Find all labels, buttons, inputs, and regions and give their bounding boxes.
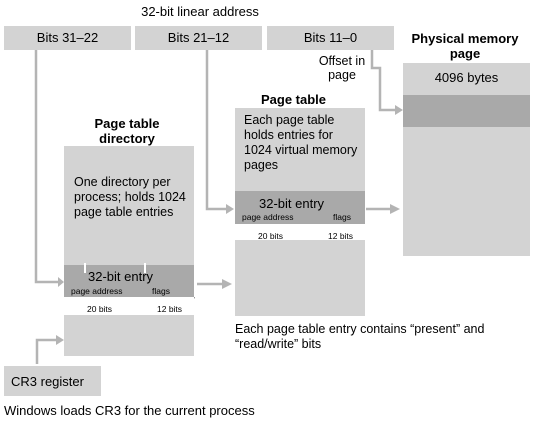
cr3-register-box: CR3 register [4,366,101,396]
linear-address-title: 32-bit linear address [141,4,259,19]
dir-index-arrowhead [58,277,64,287]
directory-entry-notch-1 [84,263,86,273]
page-table-flags-label: flags [333,212,351,222]
cr3-register-label: CR3 register [11,374,84,389]
table-to-page-arrowhead [390,204,400,214]
page-table-page-address-bits: 20 bits [258,231,284,241]
directory-box [64,146,194,356]
directory-brace-gap [64,297,194,315]
bits-21-12-label: Bits 21–12 [167,30,230,45]
physical-page-title: Physical memory page [411,31,519,61]
directory-page-address-label: page address [71,286,123,296]
directory-title: Page table directory [94,116,160,146]
page-table-page-address-label: page address [242,212,294,222]
physical-page-size: 4096 bytes [434,70,499,85]
directory-entry-label: 32-bit entry [88,269,154,284]
bits-21-12-field: Bits 21–12 [135,26,262,50]
physical-page-box [403,63,530,256]
cr3-caption: Windows loads CR3 for the current proces… [4,403,255,418]
page-table-brace-gap [235,224,365,240]
directory-entry: 32-bit entry page address flags [64,265,194,297]
directory-entry-notch-2 [144,263,146,273]
bits-11-0-field: Bits 11–0 [267,26,394,50]
cr3-arrowhead [56,335,64,345]
page-table-description: Each page table holds entries for 1024 v… [244,113,358,172]
offset-connector [370,50,395,112]
bits-31-22-label: Bits 31–22 [36,30,99,45]
table-index-arrowhead [226,204,234,214]
page-table-entry-note: Each page table entry contains “present”… [235,322,485,351]
page-table-flags-bits: 12 bits [328,231,354,241]
page-table-entry-label: 32-bit entry [259,196,325,211]
directory-page-address-bits: 20 bits [87,304,113,314]
directory-flags-bits: 12 bits [157,304,183,314]
dir-to-table-arrowhead [222,279,232,289]
directory-description: One directory per process; holds 1024 pa… [74,175,186,219]
directory-flags-label: flags [152,286,170,296]
physical-page-target-area [403,95,530,127]
page-table-entry: 32-bit entry page address flags [235,191,365,224]
page-table-title: Page table [261,92,327,107]
offset-in-page-label: Offset in page [318,54,366,82]
offset-arrowhead [395,105,403,115]
bits-31-22-field: Bits 31–22 [4,26,131,50]
table-index-connector [205,50,226,211]
dir-index-connector [34,50,58,284]
cr3-connector [35,338,58,364]
bits-11-0-label: Bits 11–0 [303,30,358,45]
